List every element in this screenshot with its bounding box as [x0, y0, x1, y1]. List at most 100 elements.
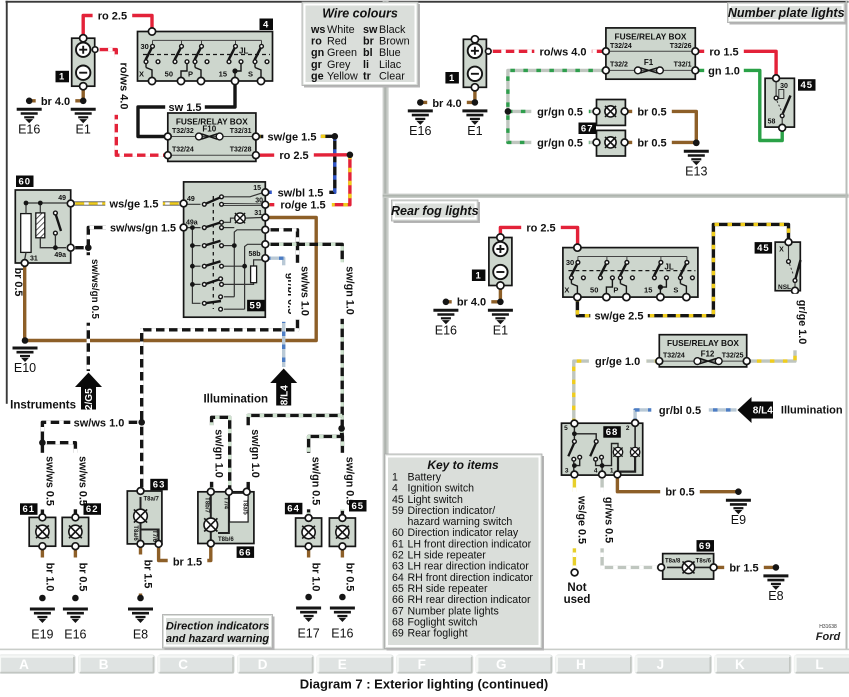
svg-text:Black: Black [379, 24, 406, 36]
svg-text:Red: Red [327, 36, 347, 48]
svg-text:Number plate lights: Number plate lights [408, 605, 499, 617]
svg-text:T8a/6: T8a/6 [132, 525, 138, 541]
svg-text:li: li [363, 59, 369, 71]
svg-text:69: 69 [392, 628, 404, 640]
svg-text:Battery: Battery [408, 472, 442, 484]
svg-text:ro/ws 4.0: ro/ws 4.0 [539, 46, 586, 58]
svg-text:used: used [564, 594, 591, 606]
svg-text:Illumination: Illumination [203, 394, 268, 406]
svg-text:Rear fog lights: Rear fog lights [391, 204, 479, 218]
svg-text:sw/bl 1.5: sw/bl 1.5 [278, 187, 324, 199]
svg-text:66: 66 [392, 594, 404, 606]
svg-text:Instruments: Instruments [10, 400, 76, 412]
svg-text:sw: sw [363, 24, 378, 36]
svg-text:60: 60 [392, 527, 404, 539]
svg-text:1: 1 [610, 468, 614, 475]
svg-text:ro/ge 1.5: ro/ge 1.5 [280, 200, 325, 212]
svg-text:S: S [248, 70, 253, 79]
svg-text:1: 1 [475, 270, 481, 281]
svg-text:1: 1 [392, 472, 398, 484]
svg-text:E: E [338, 657, 347, 672]
svg-text:E1: E1 [467, 124, 482, 138]
svg-text:gr/ge 1.0: gr/ge 1.0 [595, 356, 640, 368]
svg-text:68: 68 [606, 427, 619, 438]
svg-text:Wire colours: Wire colours [322, 7, 398, 21]
svg-text:64: 64 [392, 572, 404, 584]
svg-text:50: 50 [165, 70, 173, 79]
svg-text:sw/ge 1.5: sw/ge 1.5 [268, 132, 317, 144]
svg-text:60: 60 [19, 176, 32, 187]
svg-text:65: 65 [392, 583, 404, 595]
svg-text:br 0.5: br 0.5 [665, 487, 694, 499]
svg-text:gr/gn 0.5: gr/gn 0.5 [537, 106, 583, 118]
svg-text:ro 1.5: ro 1.5 [709, 46, 738, 58]
svg-text:sw/gn 0.5: sw/gn 0.5 [343, 457, 355, 506]
svg-text:B: B [99, 657, 109, 672]
svg-text:Clear: Clear [379, 70, 405, 82]
svg-text:gr: gr [311, 59, 323, 71]
svg-text:62: 62 [86, 504, 99, 515]
svg-text:FUSE/RELAY BOX: FUSE/RELAY BOX [615, 32, 687, 42]
svg-text:30: 30 [255, 197, 263, 204]
svg-text:Key to items: Key to items [427, 458, 499, 472]
svg-text:50: 50 [590, 286, 598, 295]
svg-text:4: 4 [263, 19, 269, 30]
svg-text:ws/ge 0.5: ws/ge 0.5 [575, 495, 587, 544]
svg-text:X: X [779, 247, 784, 254]
svg-text:G: G [496, 657, 507, 672]
svg-text:sw 1.5: sw 1.5 [168, 102, 201, 114]
svg-text:br 1.0: br 1.0 [43, 563, 55, 592]
svg-text:JL: JL [664, 263, 673, 272]
svg-text:Ignition switch: Ignition switch [408, 483, 475, 495]
svg-text:br 4.0: br 4.0 [432, 98, 461, 110]
svg-text:br 0.5: br 0.5 [12, 268, 24, 297]
svg-text:59: 59 [250, 301, 263, 312]
svg-text:sw/ws 1.0: sw/ws 1.0 [74, 417, 125, 429]
svg-text:hazard warning switch: hazard warning switch [408, 516, 513, 528]
svg-text:Blue: Blue [379, 47, 401, 59]
svg-text:F: F [418, 657, 426, 672]
svg-text:br 1.5: br 1.5 [173, 557, 202, 569]
svg-text:49a: 49a [186, 220, 198, 227]
svg-text:68: 68 [392, 617, 404, 629]
svg-text:15: 15 [219, 70, 227, 79]
svg-text:49: 49 [187, 196, 195, 203]
svg-text:66: 66 [239, 547, 252, 558]
svg-text:LH front direction indicator: LH front direction indicator [408, 538, 532, 550]
svg-text:45: 45 [801, 80, 814, 91]
svg-text:Light switch: Light switch [408, 494, 463, 506]
svg-text:Number plate lights: Number plate lights [728, 6, 845, 20]
svg-text:Foglight switch: Foglight switch [408, 617, 478, 629]
svg-text:E13: E13 [685, 164, 707, 178]
svg-text:T8b/7: T8b/7 [203, 497, 209, 513]
svg-text:and hazard warning: and hazard warning [166, 633, 270, 645]
svg-text:NSL: NSL [778, 284, 791, 291]
svg-text:gr/ge 1.0: gr/ge 1.0 [796, 300, 808, 344]
svg-text:sw/ws/gn 1.5: sw/ws/gn 1.5 [110, 222, 176, 234]
svg-text:Rear foglight: Rear foglight [408, 628, 468, 640]
svg-text:15: 15 [253, 185, 261, 192]
svg-text:ro/ws 4.0: ro/ws 4.0 [117, 62, 129, 109]
svg-text:8/L4: 8/L4 [753, 406, 773, 417]
svg-text:61: 61 [23, 504, 36, 515]
svg-text:1: 1 [449, 73, 455, 84]
svg-text:FUSE/RELAY BOX: FUSE/RELAY BOX [176, 117, 248, 127]
svg-text:E9: E9 [731, 513, 746, 527]
svg-text:Lilac: Lilac [379, 59, 402, 71]
svg-text:sw/gn 1.0: sw/gn 1.0 [213, 429, 225, 478]
svg-text:59: 59 [392, 505, 404, 517]
svg-text:65: 65 [352, 501, 365, 512]
svg-text:ro: ro [311, 36, 322, 48]
svg-text:64: 64 [287, 504, 300, 515]
svg-text:Green: Green [327, 47, 357, 59]
svg-text:D: D [258, 657, 268, 672]
svg-text:T32/28: T32/28 [230, 147, 252, 154]
svg-text:T32/24: T32/24 [610, 43, 632, 50]
svg-text:E16: E16 [18, 122, 40, 136]
svg-text:49: 49 [58, 195, 66, 202]
svg-text:61: 61 [392, 538, 404, 550]
svg-text:sw/ws/gn 0.5: sw/ws/gn 0.5 [89, 259, 100, 319]
svg-text:P: P [613, 286, 618, 295]
svg-text:E19: E19 [31, 628, 53, 642]
svg-text:58: 58 [768, 119, 776, 126]
